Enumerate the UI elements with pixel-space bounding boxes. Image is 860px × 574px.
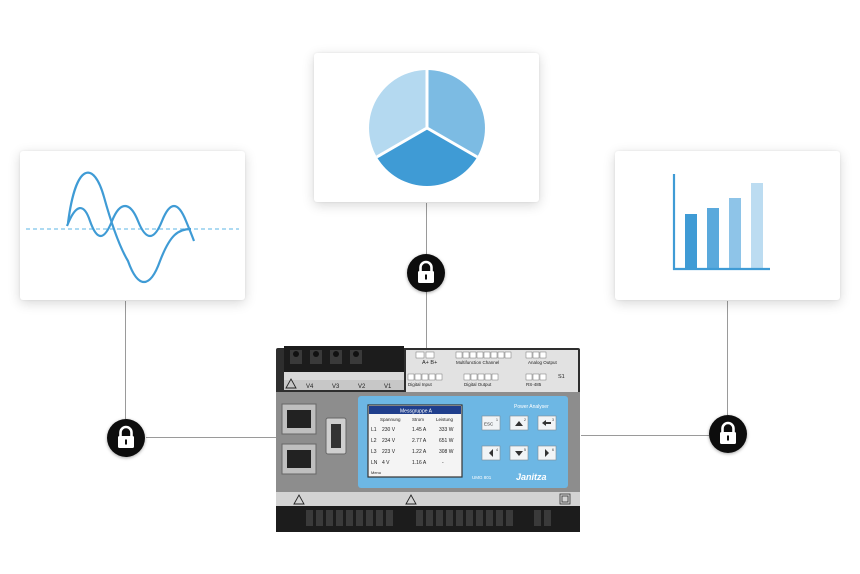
svg-text:2: 2 xyxy=(524,418,526,422)
screen-row-label: L3 xyxy=(371,449,377,455)
bar-chart-icon xyxy=(672,174,770,271)
rs485-label: RS-485 xyxy=(526,382,542,387)
device-button[interactable]: 6 xyxy=(537,445,557,461)
screen-cell: 230 V xyxy=(382,427,396,433)
screen-column: Leistung xyxy=(436,417,454,422)
pie-chart-card xyxy=(314,53,539,202)
screen-cell: 1.45 A xyxy=(412,427,427,433)
screen-cell: 333 W xyxy=(439,427,454,433)
connector-line-left-vertical xyxy=(125,301,126,419)
connector-line-right-horizontal xyxy=(581,435,709,436)
device-display xyxy=(367,404,463,478)
screen-cell: 651 W xyxy=(439,438,454,444)
svg-text:4: 4 xyxy=(496,448,498,452)
product-label: Power Analyser xyxy=(514,404,549,410)
device-button[interactable]: ESC 1 xyxy=(481,415,501,431)
screen-title: Messgruppe A xyxy=(400,409,433,415)
multifunction-label: Multifunction Channel xyxy=(456,360,499,365)
device-button[interactable]: 5 xyxy=(509,445,529,461)
screen-footer: Menu xyxy=(371,470,381,475)
screen-row-label: L1 xyxy=(371,427,377,433)
svg-text:3: 3 xyxy=(552,418,554,422)
voltage-label: V4 xyxy=(306,384,314,390)
svg-text:1: 1 xyxy=(496,418,498,422)
device-button[interactable]: 4 xyxy=(481,445,501,461)
brand-logo: Janitza xyxy=(516,472,547,482)
svg-text:ESC: ESC xyxy=(484,422,494,427)
power-analyser-device: V4 V3 V2 V1 A+ B+ Multifunction Channel … xyxy=(276,346,582,537)
screen-rows: L1 230 V 1.45 A 333 W L2 234 V 2.77 A 65… xyxy=(371,427,454,466)
s1-label: S1 xyxy=(558,374,565,380)
screen-cell: 4 V xyxy=(382,460,390,466)
lock-icon xyxy=(107,419,145,457)
svg-text:5: 5 xyxy=(524,448,526,452)
device-button[interactable]: 2 xyxy=(509,415,529,431)
screen-column: Strom xyxy=(412,417,424,422)
screen-column: Spannung xyxy=(380,417,401,422)
waveform-icon xyxy=(26,171,239,283)
device-button[interactable]: 3 xyxy=(537,415,557,431)
digital-output-label: Digital Output xyxy=(464,382,492,387)
analog-output-label: Analog Output xyxy=(528,360,558,365)
screen-cell: 234 V xyxy=(382,438,396,444)
screen-cell: 2.77 A xyxy=(412,438,427,444)
bar-chart-card xyxy=(615,151,840,300)
screen-row-label: L2 xyxy=(371,438,377,444)
voltage-label: V1 xyxy=(384,384,392,390)
voltage-input-labels: V4 V3 V2 V1 xyxy=(306,384,392,390)
voltage-label: V3 xyxy=(332,384,340,390)
lock-icon xyxy=(407,254,445,292)
screen-cell: 1.16 A xyxy=(412,460,427,466)
screen-cell: 223 V xyxy=(382,449,396,455)
screen-cell: 308 W xyxy=(439,449,454,455)
screen-cell: - xyxy=(442,460,444,466)
screen-cell: 1.22 A xyxy=(412,449,427,455)
svg-text:6: 6 xyxy=(552,448,554,452)
pie-chart-icon xyxy=(369,70,485,186)
connector-line-right-vertical xyxy=(727,301,728,415)
model-label: UMG 801 xyxy=(472,475,492,480)
digital-input-label: Digital Input xyxy=(408,382,433,387)
rs485-top-label: A+ B+ xyxy=(422,360,437,366)
screen-row-label: LN xyxy=(371,460,378,466)
waveform-card xyxy=(20,151,245,300)
connector-line-left-horizontal xyxy=(146,437,278,438)
voltage-label: V2 xyxy=(358,384,366,390)
lock-icon xyxy=(709,415,747,453)
